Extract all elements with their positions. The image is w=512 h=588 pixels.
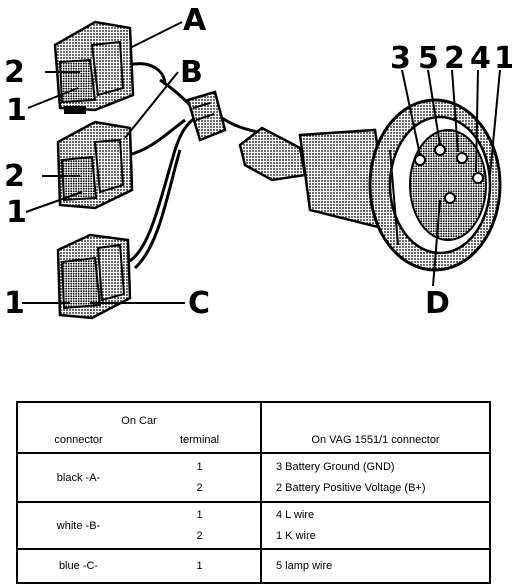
- cell-terminal: 2: [196, 481, 203, 494]
- connector-diagram: A B C D 2 1 2 1 1 3 5 2 4 1: [4, 3, 512, 321]
- label-c: C: [188, 286, 210, 321]
- group-header-on-car: On Car: [121, 415, 157, 427]
- pinout-table: On Car connector terminal On VAG 1551/1 …: [16, 401, 491, 584]
- label-vag-pin-3: 3: [390, 41, 411, 76]
- cell-terminal: 1: [139, 548, 261, 582]
- header-vag-connector: On VAG 1551/1 connector: [260, 427, 489, 453]
- header-terminal: terminal: [179, 433, 220, 446]
- table-row: white -B- 1 2 4 L wire 1 K wire: [18, 501, 489, 549]
- label-b: B: [180, 55, 203, 90]
- connector-c-blue: [56, 233, 132, 320]
- cell-vag-pin: 4 L wire: [276, 508, 315, 521]
- header-connector: connector: [54, 433, 103, 446]
- connector-b-white: [56, 120, 134, 210]
- connector-a-black: [53, 20, 135, 114]
- cell-connector: black -A-: [18, 452, 139, 502]
- label-pin-1-c: 1: [4, 286, 25, 321]
- label-vag-pin-1: 1: [494, 41, 512, 76]
- cell-vag-pin: 1 K wire: [276, 529, 316, 542]
- cell-terminal: 2: [196, 529, 203, 542]
- label-pin-2-a: 2: [4, 55, 25, 90]
- cell-terminal: 1: [196, 508, 203, 521]
- label-pin-1-b: 1: [6, 195, 27, 230]
- cell-vag-pin: 3 Battery Ground (GND): [276, 460, 395, 473]
- label-vag-pin-2: 2: [444, 41, 465, 76]
- wire-harness: [127, 62, 197, 270]
- table-row: blue -C- 1 5 lamp wire: [18, 548, 489, 582]
- cell-connector: blue -C-: [18, 548, 139, 582]
- label-vag-pin-5: 5: [418, 41, 439, 76]
- label-pin-2-b: 2: [4, 159, 25, 194]
- label-vag-pin-4: 4: [470, 41, 491, 76]
- label-a: A: [183, 3, 207, 38]
- wire-junction: [186, 90, 227, 142]
- cell-terminal: 1: [196, 460, 203, 473]
- label-d: D: [425, 286, 450, 321]
- label-pin-1-a: 1: [6, 93, 27, 128]
- cell-vag-pin: 2 Battery Positive Voltage (B+): [276, 481, 426, 494]
- table-row: black -A- 1 2 3 Battery Ground (GND) 2 B…: [18, 452, 489, 502]
- cell-vag-pin: 5 lamp wire: [260, 548, 489, 582]
- cell-connector: white -B-: [18, 501, 139, 549]
- leader-lines: [22, 21, 501, 304]
- vag-1551-connector: [238, 98, 502, 272]
